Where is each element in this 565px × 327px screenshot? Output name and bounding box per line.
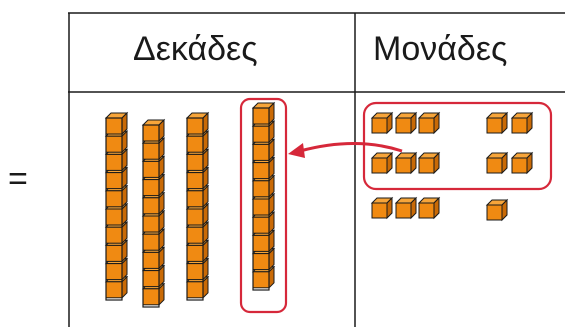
unit-cube-icon xyxy=(370,196,394,220)
rod-unit xyxy=(141,118,166,143)
rod-unit xyxy=(185,111,210,136)
ten-rod-icon xyxy=(185,111,210,301)
rod-unit xyxy=(104,220,129,245)
column-header-tens: Δεκάδες xyxy=(133,30,258,68)
rod-unit xyxy=(251,101,276,126)
column-header-ones: Μονάδες xyxy=(373,30,508,68)
unit-cube-icon xyxy=(370,111,394,135)
ten-rod-icon xyxy=(251,101,276,291)
ten-rod-icon xyxy=(141,118,166,308)
unit-cube-icon xyxy=(485,111,509,135)
unit-cube-icon xyxy=(394,111,418,135)
unit-cube-icon xyxy=(394,196,418,220)
unit-cube-icon xyxy=(485,151,509,175)
unit-cube-icon xyxy=(510,151,534,175)
ten-rod-icon xyxy=(104,111,129,301)
circled-ten-rod xyxy=(239,97,288,314)
highlight-marks xyxy=(239,97,553,314)
unit-cube-icon xyxy=(394,151,418,175)
ones-cubes xyxy=(370,111,534,222)
arrow-icon xyxy=(288,142,403,158)
unit-cube-icon xyxy=(417,111,441,135)
equals-sign: = xyxy=(8,160,28,198)
unit-cube-icon xyxy=(417,196,441,220)
unit-cube-icon xyxy=(417,151,441,175)
unit-cube-icon xyxy=(510,111,534,135)
unit-cube-icon xyxy=(485,198,509,222)
tens-rods xyxy=(104,101,276,308)
circled-ten-ones xyxy=(362,101,553,191)
place-value-table xyxy=(68,12,565,327)
unit-cube-icon xyxy=(370,151,394,175)
rod-unit xyxy=(104,111,129,136)
